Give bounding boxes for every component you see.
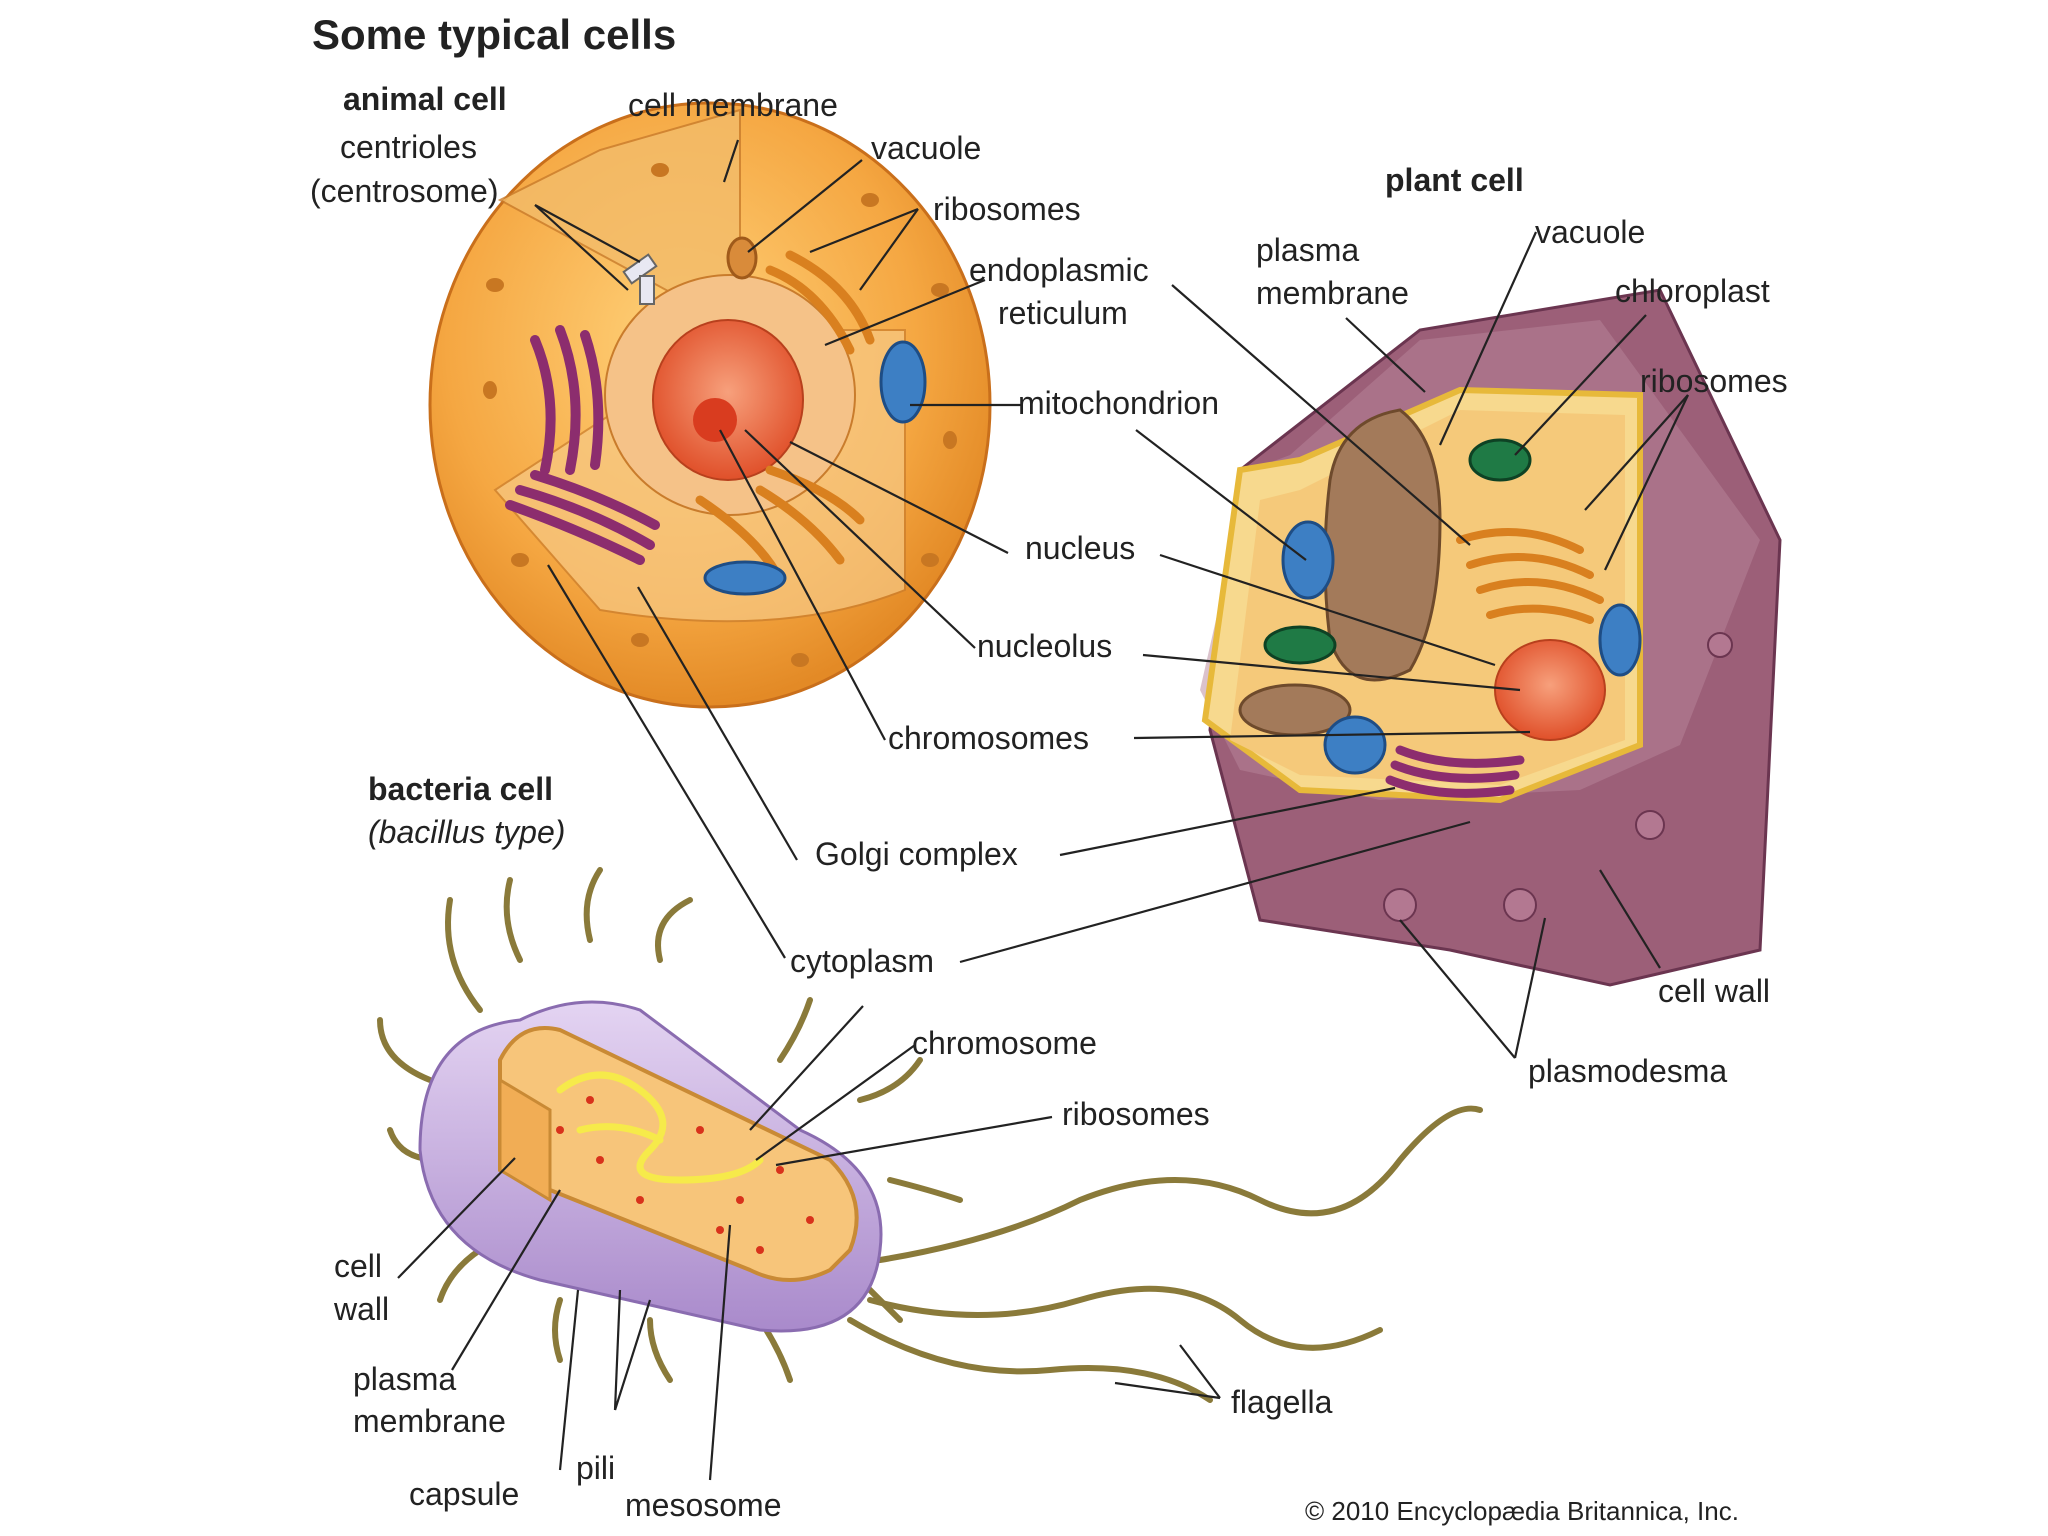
label-pili: pili (576, 1450, 616, 1486)
diagram-title: Some typical cells (312, 11, 677, 58)
label-plant-membrane: membrane (1256, 275, 1409, 311)
bacteria-cell-drawing (377, 867, 1483, 1403)
label-centrioles: centrioles (340, 129, 477, 165)
label-bacteria-wall: wall (334, 1291, 390, 1327)
bacteria-cell-heading: bacteria cell (368, 771, 553, 807)
label-vacuole: vacuole (871, 130, 982, 166)
label-plasmodesma: plasmodesma (1528, 1053, 1728, 1089)
label-plant-ribosomes: ribosomes (1640, 363, 1788, 399)
plant-cell-heading: plant cell (1385, 162, 1524, 198)
label-cytoplasm: cytoplasm (790, 943, 935, 979)
label-chloroplast: chloroplast (1615, 273, 1770, 309)
label-plant-vacuole: vacuole (1535, 214, 1646, 250)
label-mesosome: mesosome (625, 1487, 782, 1523)
label-chromosomes: chromosomes (888, 720, 1089, 756)
label-plant-plasma: plasma (1256, 232, 1360, 268)
animal-cell-heading: animal cell (343, 81, 507, 117)
label-bacteria-membrane: membrane (353, 1403, 506, 1439)
label-golgi-complex: Golgi complex (815, 836, 1018, 872)
label-plant-cell-wall: cell wall (1658, 973, 1771, 1009)
plant-cell-drawing (1200, 288, 1782, 987)
label-nucleolus: nucleolus (977, 628, 1113, 664)
label-bacteria-ribosomes: ribosomes (1062, 1096, 1210, 1132)
label-cell-membrane: cell membrane (628, 87, 838, 123)
label-bacteria-cell: cell (334, 1248, 383, 1284)
label-nucleus: nucleus (1025, 530, 1136, 566)
label-bacteria-plasma: plasma (353, 1361, 457, 1397)
animal-cell-drawing (428, 101, 992, 709)
label-mitochondrion: mitochondrion (1018, 385, 1219, 421)
label-endoplasmic: endoplasmic (969, 252, 1149, 288)
label-centrosome: (centrosome) (310, 173, 499, 209)
copyright-notice: © 2010 Encyclopædia Britannica, Inc. (1305, 1496, 1739, 1526)
label-ribosomes: ribosomes (933, 191, 1081, 227)
label-reticulum: reticulum (998, 295, 1128, 331)
leader-lines (397, 139, 1689, 1481)
label-capsule: capsule (409, 1476, 520, 1512)
label-chromosome: chromosome (912, 1025, 1097, 1061)
label-flagella: flagella (1231, 1384, 1333, 1420)
bacteria-cell-subheading: (bacillus type) (368, 814, 566, 850)
